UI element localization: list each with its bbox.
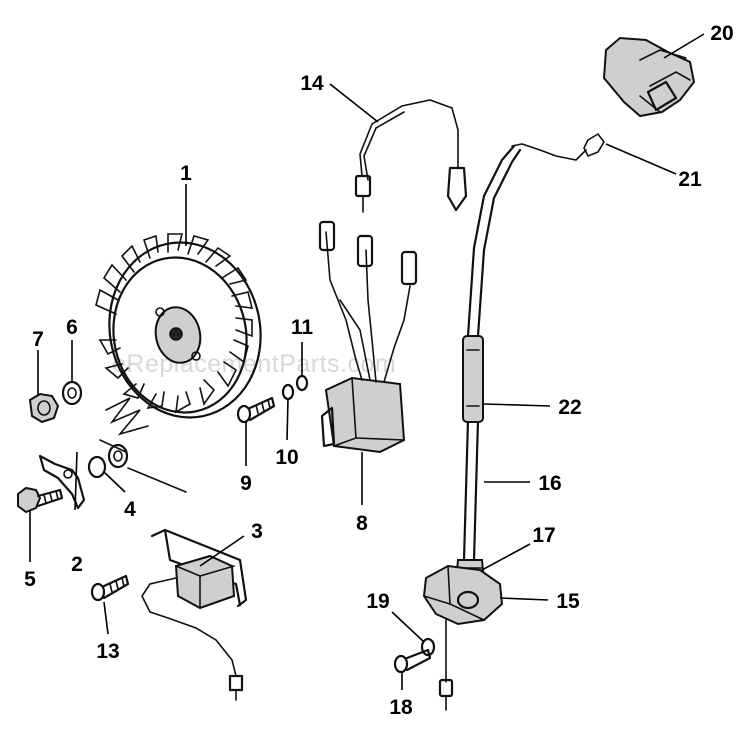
callout-21: 21	[678, 168, 702, 191]
leader-lines	[29, 33, 705, 690]
clip-part-21	[511, 132, 605, 161]
washer-part-10	[281, 383, 295, 401]
washer-part-11	[295, 374, 309, 392]
switch-body-part-15	[422, 564, 504, 711]
bolt-part-5	[17, 486, 64, 514]
screw-part-13	[90, 574, 130, 602]
washer-part-4	[87, 443, 129, 479]
cable-sleeve-part-22	[462, 335, 484, 423]
callout-11: 11	[291, 316, 314, 339]
callout-8: 8	[356, 512, 368, 535]
ignition-coil-part-8	[318, 220, 418, 454]
callout-18: 18	[389, 696, 413, 719]
wire-harness-part-14	[354, 99, 468, 213]
cable-part-16	[462, 144, 522, 562]
callout-10: 10	[275, 446, 298, 469]
screw-part-18	[393, 648, 432, 674]
callout-14: 14	[300, 72, 324, 95]
callout-1: 1	[180, 162, 192, 185]
callout-22: 22	[558, 396, 581, 419]
watermark-text: eReplacementParts.com	[112, 350, 396, 378]
callout-20: 20	[710, 22, 733, 45]
callout-16: 16	[538, 472, 561, 495]
callout-numbers: 1 2 3 4 5 6 7 8 9 10 11 13 14 15 16 17 1…	[24, 22, 734, 719]
screw-part-9	[236, 396, 276, 424]
callout-9: 9	[240, 472, 252, 495]
washer-part-6	[61, 380, 83, 406]
callout-3: 3	[251, 520, 263, 543]
callout-15: 15	[556, 590, 580, 613]
spark-plug-boot-part-20	[602, 36, 696, 118]
pawl-spring	[99, 397, 187, 493]
callout-13: 13	[96, 640, 119, 663]
flywheel-part	[95, 233, 262, 419]
starter-pawl-part-2	[38, 454, 86, 510]
nut-part-7	[28, 392, 60, 424]
washer-part-19	[420, 637, 436, 657]
callout-4: 4	[124, 498, 136, 521]
callout-19: 19	[366, 590, 389, 613]
callout-17: 17	[532, 524, 555, 547]
callout-7: 7	[32, 328, 44, 351]
callout-5: 5	[24, 568, 36, 591]
ignition-module-part-3	[141, 528, 248, 701]
callout-2: 2	[71, 553, 83, 576]
callout-6: 6	[66, 316, 78, 339]
